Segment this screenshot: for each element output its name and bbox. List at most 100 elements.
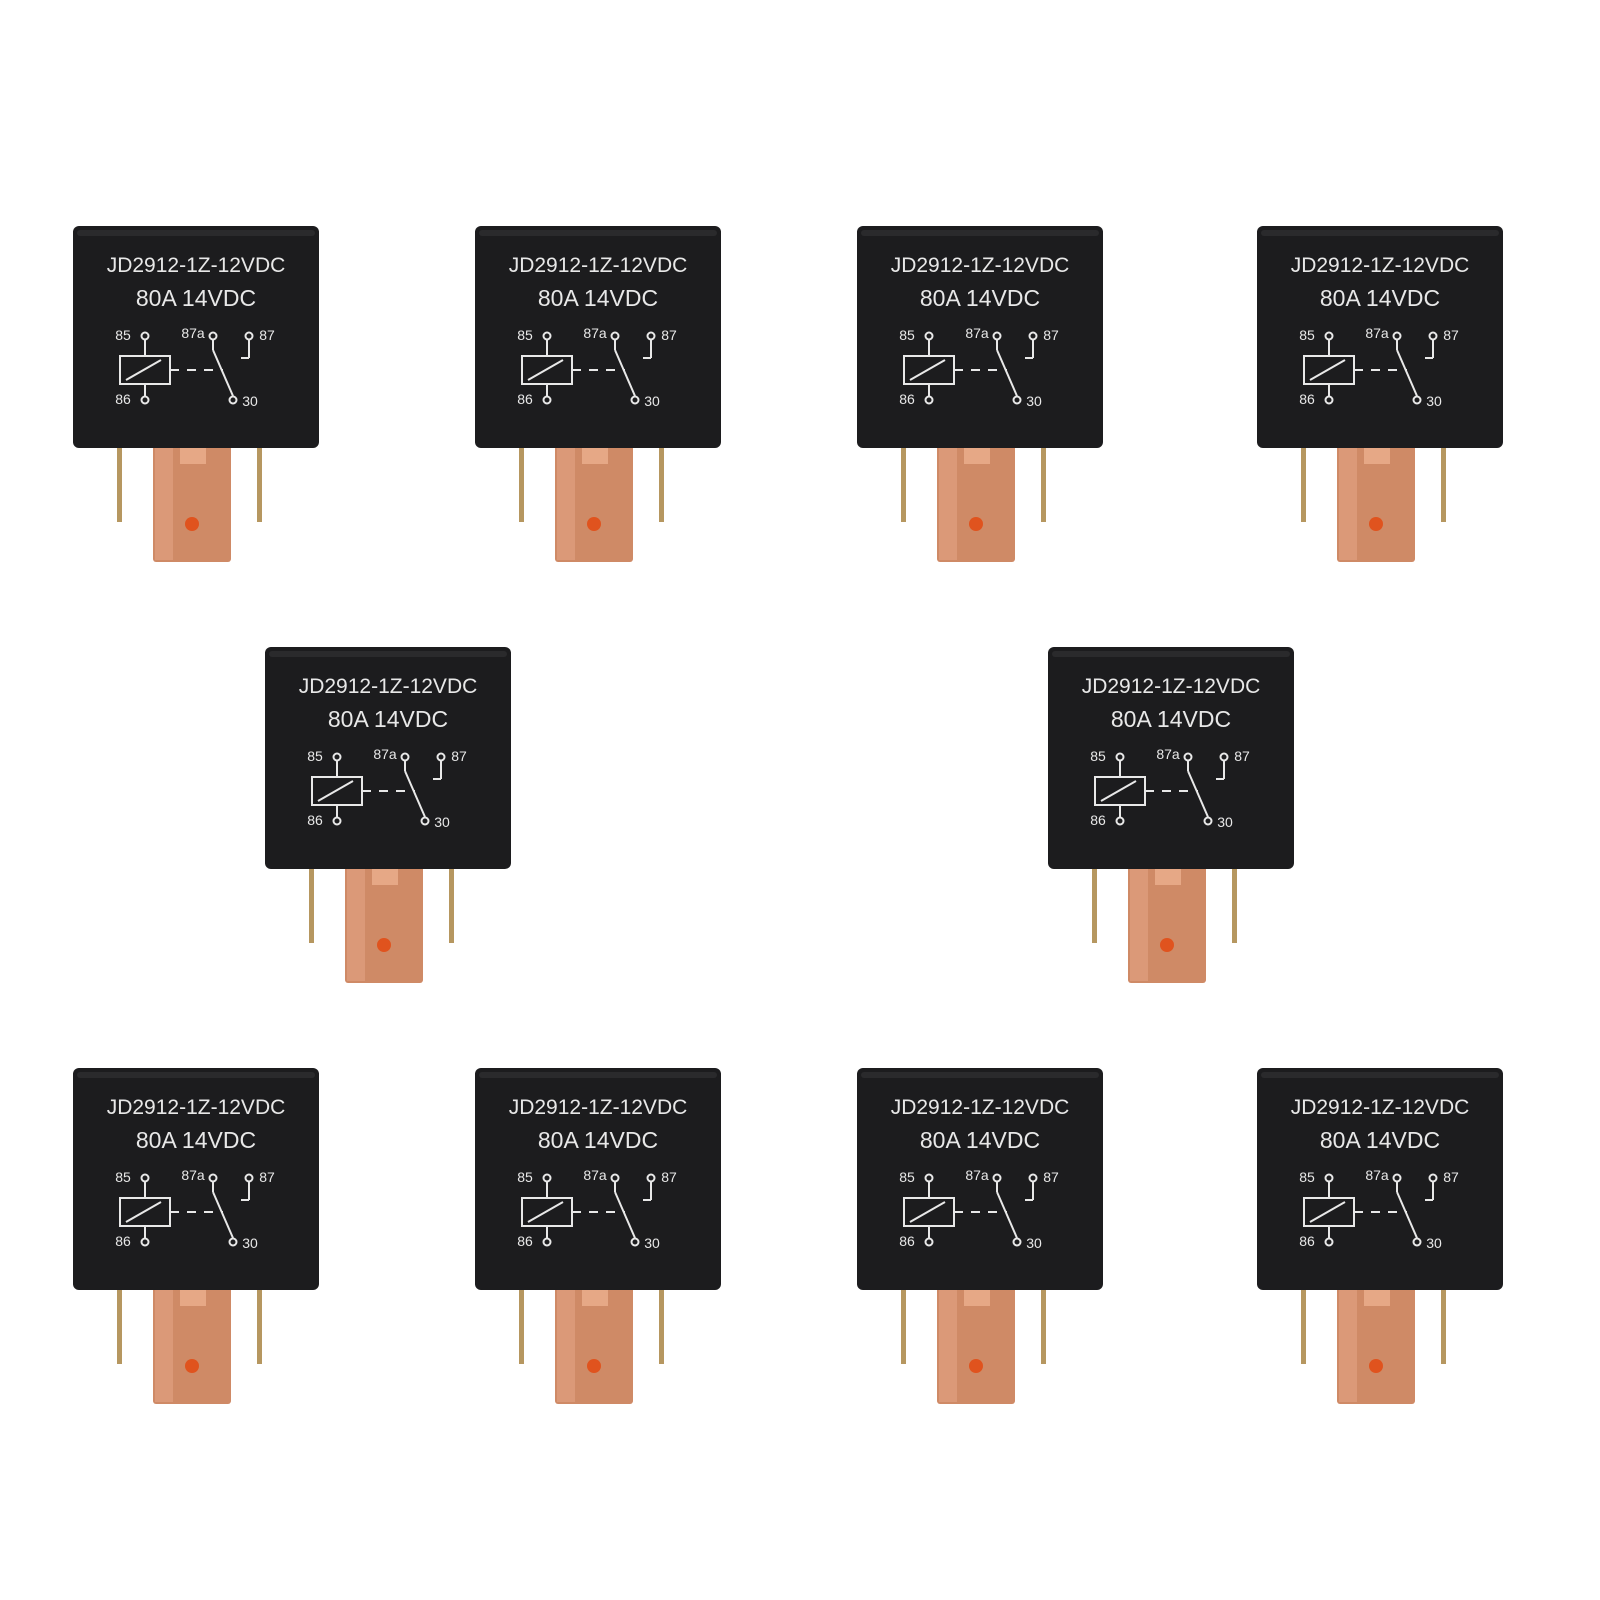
relay-image: JD2912-1Z-12VDC 80A 14VDC 85 86 bbox=[857, 226, 1103, 562]
rating-label: 80A 14VDC bbox=[538, 1127, 658, 1153]
relay-image: JD2912-1Z-12VDC 80A 14VDC 85 86 bbox=[73, 226, 319, 562]
pin-30-label: 30 bbox=[1026, 393, 1042, 409]
circuit-diagram bbox=[311, 752, 446, 826]
brass-pin-left bbox=[117, 446, 122, 522]
relay-body bbox=[73, 1068, 319, 1290]
circuit-diagram bbox=[903, 1173, 1038, 1247]
relay-body bbox=[1257, 1068, 1503, 1290]
terminal-tab bbox=[1155, 865, 1181, 885]
model-label: JD2912-1Z-12VDC bbox=[1291, 1096, 1470, 1119]
pin-87-label: 87 bbox=[1043, 327, 1059, 343]
pin-87-label: 87 bbox=[661, 327, 677, 343]
pin-87a-label: 87a bbox=[583, 325, 607, 341]
model-label: JD2912-1Z-12VDC bbox=[891, 1096, 1070, 1119]
pin-87a-label: 87a bbox=[1156, 746, 1180, 762]
pin-85-label: 85 bbox=[115, 1169, 131, 1185]
relay-body bbox=[857, 1068, 1103, 1290]
pin-86-label: 86 bbox=[1299, 1233, 1315, 1249]
brass-pin-left bbox=[901, 1288, 906, 1364]
circuit-diagram bbox=[1094, 752, 1229, 826]
pin-87-label: 87 bbox=[661, 1169, 677, 1185]
rating-label: 80A 14VDC bbox=[920, 285, 1040, 311]
pin-87a-label: 87a bbox=[373, 746, 397, 762]
pin-86-label: 86 bbox=[115, 1233, 131, 1249]
terminal-hole bbox=[587, 517, 601, 531]
terminal-tab bbox=[180, 444, 206, 464]
pin-86-label: 86 bbox=[517, 1233, 533, 1249]
relay-body bbox=[857, 226, 1103, 448]
terminal-hole bbox=[587, 1359, 601, 1373]
brass-pin-right bbox=[659, 446, 664, 522]
terminal-tab bbox=[582, 1286, 608, 1306]
brass-pin-left bbox=[1301, 1288, 1306, 1364]
brass-pin-right bbox=[1041, 446, 1046, 522]
pin-85-label: 85 bbox=[115, 327, 131, 343]
pin-87a-label: 87a bbox=[965, 325, 989, 341]
terminal-tab bbox=[1364, 444, 1390, 464]
brass-pin-left bbox=[1092, 867, 1097, 943]
relay-10: JD2912-1Z-12VDC 80A 14VDC 85 86 bbox=[1257, 1068, 1507, 1408]
pin-30-label: 30 bbox=[1026, 1235, 1042, 1251]
relay-8: JD2912-1Z-12VDC 80A 14VDC 85 86 bbox=[475, 1068, 725, 1408]
pin-30-label: 30 bbox=[1426, 393, 1442, 409]
terminal-hole bbox=[1369, 517, 1383, 531]
brass-pin-right bbox=[449, 867, 454, 943]
circuit-diagram bbox=[1303, 331, 1438, 405]
relay-2: JD2912-1Z-12VDC 80A 14VDC 85 86 bbox=[475, 226, 725, 566]
pin-85-label: 85 bbox=[517, 1169, 533, 1185]
relay-body bbox=[73, 226, 319, 448]
terminal-tab bbox=[180, 1286, 206, 1306]
brass-pin-right bbox=[257, 1288, 262, 1364]
pin-87a-label: 87a bbox=[1365, 325, 1389, 341]
pin-30-label: 30 bbox=[434, 814, 450, 830]
brass-pin-left bbox=[901, 446, 906, 522]
terminal-hole bbox=[377, 938, 391, 952]
pin-87-label: 87 bbox=[259, 1169, 275, 1185]
model-label: JD2912-1Z-12VDC bbox=[107, 254, 286, 277]
brass-pin-right bbox=[659, 1288, 664, 1364]
pin-87-label: 87 bbox=[1443, 327, 1459, 343]
brass-pin-left bbox=[519, 1288, 524, 1364]
relay-image: JD2912-1Z-12VDC 80A 14VDC 85 86 bbox=[475, 1068, 721, 1404]
pin-85-label: 85 bbox=[899, 1169, 915, 1185]
pin-30-label: 30 bbox=[242, 1235, 258, 1251]
relay-body bbox=[475, 226, 721, 448]
relay-6: JD2912-1Z-12VDC 80A 14VDC 85 86 bbox=[1048, 647, 1298, 987]
relay-1: JD2912-1Z-12VDC 80A 14VDC 85 86 bbox=[73, 226, 323, 566]
relay-image: JD2912-1Z-12VDC 80A 14VDC 85 86 bbox=[265, 647, 511, 983]
relay-body bbox=[1048, 647, 1294, 869]
terminal-hole bbox=[1160, 938, 1174, 952]
pin-30-label: 30 bbox=[1217, 814, 1233, 830]
terminal-tab bbox=[964, 1286, 990, 1306]
pin-87a-label: 87a bbox=[181, 1167, 205, 1183]
rating-label: 80A 14VDC bbox=[920, 1127, 1040, 1153]
terminal-tab bbox=[964, 444, 990, 464]
rating-label: 80A 14VDC bbox=[538, 285, 658, 311]
rating-label: 80A 14VDC bbox=[136, 1127, 256, 1153]
pin-87-label: 87 bbox=[1043, 1169, 1059, 1185]
relay-image: JD2912-1Z-12VDC 80A 14VDC 85 86 bbox=[73, 1068, 319, 1404]
pin-86-label: 86 bbox=[899, 1233, 915, 1249]
brass-pin-right bbox=[1232, 867, 1237, 943]
brass-pin-left bbox=[1301, 446, 1306, 522]
pin-86-label: 86 bbox=[517, 391, 533, 407]
pin-86-label: 86 bbox=[1299, 391, 1315, 407]
pin-87-label: 87 bbox=[1234, 748, 1250, 764]
pin-87a-label: 87a bbox=[965, 1167, 989, 1183]
model-label: JD2912-1Z-12VDC bbox=[891, 254, 1070, 277]
pin-30-label: 30 bbox=[644, 393, 660, 409]
circuit-diagram bbox=[119, 1173, 254, 1247]
model-label: JD2912-1Z-12VDC bbox=[1082, 675, 1261, 698]
terminal-tab bbox=[582, 444, 608, 464]
pin-87-label: 87 bbox=[451, 748, 467, 764]
pin-30-label: 30 bbox=[242, 393, 258, 409]
brass-pin-left bbox=[309, 867, 314, 943]
model-label: JD2912-1Z-12VDC bbox=[509, 254, 688, 277]
circuit-diagram bbox=[521, 331, 656, 405]
terminal-hole bbox=[185, 517, 199, 531]
brass-pin-right bbox=[1041, 1288, 1046, 1364]
relay-image: JD2912-1Z-12VDC 80A 14VDC 85 86 bbox=[1048, 647, 1294, 983]
pin-85-label: 85 bbox=[899, 327, 915, 343]
terminal-hole bbox=[969, 517, 983, 531]
circuit-diagram bbox=[903, 331, 1038, 405]
